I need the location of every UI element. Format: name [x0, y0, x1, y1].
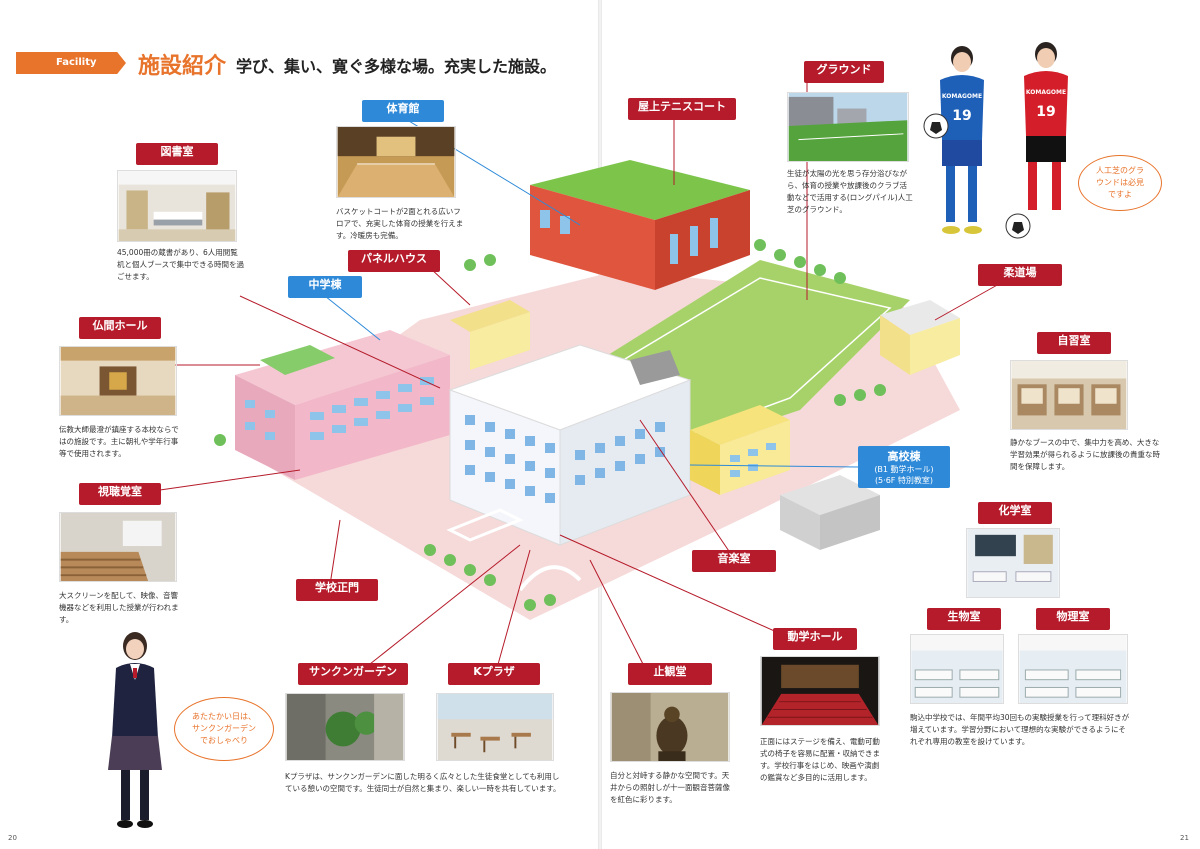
- label-k-plaza: Kプラザ: [448, 663, 540, 685]
- desc-dogaku-hall: 正面にはステージを備え、電動可動式の椅子を容易に配置・収納できます。学校行事をは…: [760, 737, 880, 782]
- photo-biology: [910, 634, 1004, 704]
- label-main-gate: 学校正門: [296, 579, 378, 601]
- photo-self-study: [1010, 360, 1128, 430]
- label-shikan-do: 止観堂: [628, 663, 712, 685]
- photo-ground: [787, 92, 909, 162]
- campus-illustration: [214, 160, 960, 620]
- photo-chemistry: [966, 528, 1060, 598]
- desc-ground: 生徒が太陽の光を思う存分浴びながら、体育の授業や放課後のクラブ活動などで活用する…: [787, 169, 913, 214]
- desc-k-plaza: Kプラザは、サンクンガーデンに面した明るく広々とした生徒食堂としても利用している…: [285, 772, 561, 793]
- label-physics: 物理室: [1036, 608, 1110, 630]
- photo-k-plaza: [436, 693, 554, 761]
- student-girl-illustration: [108, 632, 162, 828]
- photo-shikan-do: [610, 692, 730, 762]
- label-ground: グラウンド: [804, 61, 884, 83]
- label-sunken-garden: サンクンガーデン: [298, 663, 408, 685]
- page-number-right: 21: [1180, 834, 1189, 842]
- page-number-left: 20: [8, 834, 17, 842]
- label-music: 音楽室: [692, 550, 776, 572]
- label-panel-house: パネルハウス: [348, 250, 440, 272]
- desc-science: 駒込中学校では、年間平均30回もの実験授業を行って理科好きが増えています。学習分…: [910, 713, 1130, 746]
- label-junior-high: 中学棟: [288, 276, 362, 298]
- label-rooftop-tennis: 屋上テニスコート: [628, 98, 736, 120]
- page-subtitle: 学び、集い、寛ぐ多様な場。充実した施設。: [236, 57, 557, 76]
- photo-sunken-garden: [285, 693, 405, 761]
- jersey-number-red: 19: [1036, 104, 1055, 120]
- label-high-school-sub2: (5·6F 特別教室): [874, 476, 934, 485]
- desc-buddhist-hall: 伝教大師最澄が鎮座する本校ならではの施設です。主に朝礼や学年行事等で使用されます…: [59, 425, 179, 458]
- desc-av-room: 大スクリーンを配して、映像、音響機器などを利用した授業が行われます。: [59, 591, 179, 624]
- jersey-number-blue: 19: [952, 108, 971, 124]
- label-self-study: 自習室: [1037, 332, 1111, 354]
- desc-self-study: 静かなブースの中で、集中力を高め、大きな学習効果が得られるように放課後の貴重な時…: [1010, 438, 1160, 471]
- label-high-school-main: 高校棟: [887, 450, 921, 463]
- student-soccer-illustration: KOMAGOME 19 KOMAGOME 19: [923, 42, 1068, 239]
- label-chemistry: 化学室: [978, 502, 1052, 524]
- photo-physics: [1018, 634, 1128, 704]
- speech-bubble-boys: 人工芝のグラウンドは必見ですよ: [1078, 155, 1162, 211]
- label-judo: 柔道場: [978, 264, 1062, 286]
- jersey-text-red: KOMAGOME: [1026, 89, 1066, 96]
- jersey-text-blue: KOMAGOME: [942, 93, 982, 100]
- photo-library: [117, 170, 237, 242]
- label-biology: 生物室: [927, 608, 1001, 630]
- label-high-school-sub1: (B1 動学ホール): [874, 465, 934, 474]
- label-high-school: 高校棟 (B1 動学ホール) (5·6F 特別教室): [858, 446, 950, 488]
- label-buddhist-hall: 仏間ホール: [79, 317, 161, 339]
- label-dogaku-hall: 動学ホール: [773, 628, 857, 650]
- photo-buddhist-hall: [59, 346, 177, 416]
- label-av-room: 視聴覚室: [79, 483, 161, 505]
- desc-library: 45,000冊の蔵書があり、6人用閲覧机と個人ブースで集中できる時間を過ごせます…: [117, 248, 244, 281]
- desc-shikan-do: 自分と対峙する静かな空間です。天井からの照射しが十一面観音菩薩像を紅色に彩ります…: [610, 771, 730, 804]
- facility-tag: Facility: [16, 52, 126, 74]
- page-title: 施設紹介: [138, 54, 227, 79]
- speech-bubble-girl: あたたかい日は、サンクンガーデンでおしゃべり: [174, 697, 274, 761]
- desc-gym: バスケットコートが2面とれる広いフロアで、充実した体育の授業を行えます。冷暖房も…: [336, 207, 464, 240]
- label-gym: 体育館: [362, 100, 444, 122]
- photo-gym: [336, 126, 456, 198]
- photo-av-room: [59, 512, 177, 582]
- label-library: 図書室: [136, 143, 218, 165]
- photo-dogaku-hall: [760, 656, 880, 726]
